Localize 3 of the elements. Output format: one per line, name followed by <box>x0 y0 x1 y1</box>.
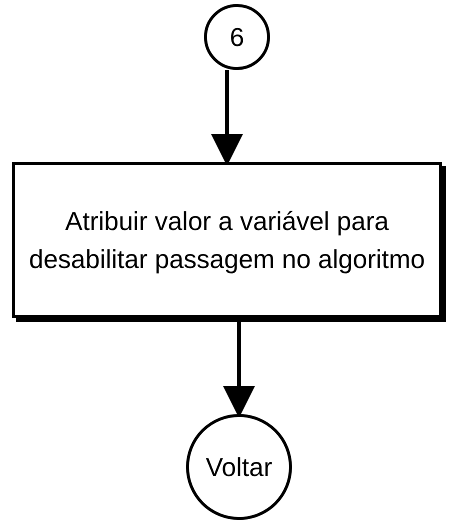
node-label: 6 <box>230 21 244 54</box>
node-label: Atribuir valor a variável para desabilitar passagem no algoritmo <box>28 205 426 276</box>
node-label: Voltar <box>206 451 272 484</box>
